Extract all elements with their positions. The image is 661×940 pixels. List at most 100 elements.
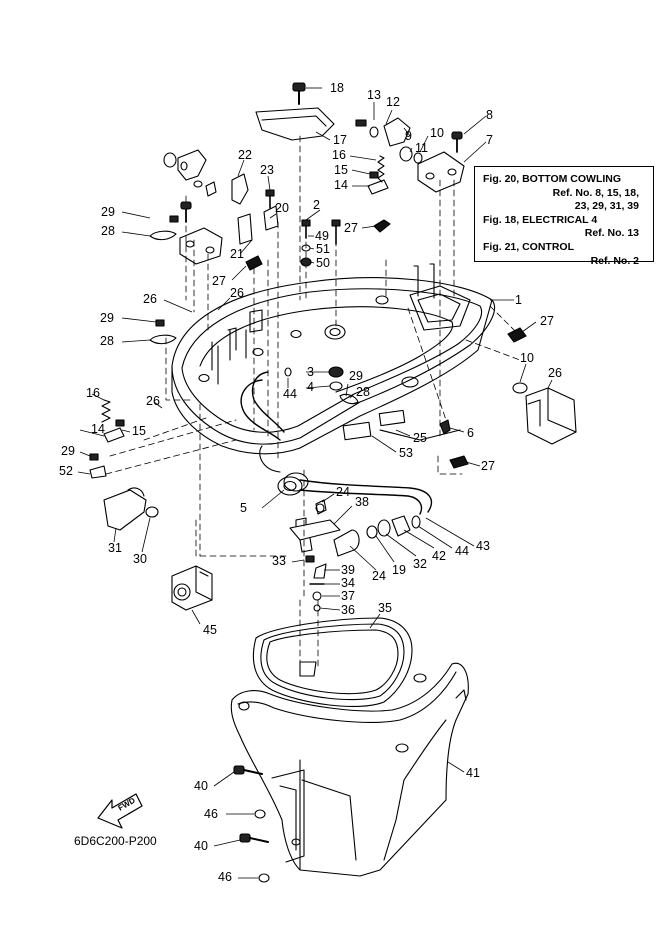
leader-line	[121, 429, 131, 433]
callout-3: 3	[307, 365, 314, 379]
callout-19: 19	[392, 563, 406, 577]
leader-lines	[77, 87, 553, 879]
part-bracket-33	[289, 499, 341, 553]
leader-line	[319, 607, 341, 611]
leader-line	[449, 427, 465, 433]
leader-line	[425, 517, 475, 547]
leader-line	[345, 383, 349, 397]
callout-27: 27	[540, 314, 554, 328]
callout-7: 7	[486, 133, 493, 147]
callout-14: 14	[334, 178, 348, 192]
leader-line	[519, 363, 527, 383]
leader-line	[465, 461, 481, 467]
part-grommet-24	[277, 472, 309, 496]
part-fasteners-49-51	[300, 219, 341, 267]
leader-line	[291, 559, 305, 563]
callout-28: 28	[101, 224, 115, 238]
callout-15: 15	[334, 163, 348, 177]
part-seal-17	[255, 107, 335, 301]
ref-line: Fig. 21, CONTROL	[483, 240, 575, 253]
part-lever-5	[103, 487, 159, 531]
callout-34: 34	[341, 576, 355, 590]
leader-line	[239, 239, 253, 255]
leader-line	[521, 321, 537, 333]
part-bracket-9-left	[163, 149, 217, 197]
callout-20: 20	[275, 201, 289, 215]
leader-line	[349, 545, 377, 571]
callout-31: 31	[108, 541, 122, 555]
leader-line	[77, 471, 91, 475]
leader-line	[395, 429, 411, 437]
callout-29: 29	[61, 444, 75, 458]
callout-21: 21	[230, 247, 244, 261]
leader-line	[261, 489, 285, 509]
leader-line	[231, 265, 247, 281]
callout-46: 46	[218, 870, 232, 884]
leader-line	[463, 115, 487, 135]
callout-16: 16	[86, 386, 100, 400]
callout-38: 38	[355, 495, 369, 509]
callout-29: 29	[101, 205, 115, 219]
callout-45: 45	[203, 623, 217, 637]
callout-25: 25	[413, 431, 427, 445]
callout-32: 32	[413, 557, 427, 571]
leader-line	[351, 169, 371, 175]
part-bracket-20-22	[231, 173, 279, 245]
part-screws-47-48	[233, 765, 270, 883]
callout-9: 9	[405, 129, 412, 143]
ref-line: Fig. 20, BOTTOM COWLING	[483, 173, 622, 185]
callout-43: 43	[476, 539, 490, 553]
leader-line	[369, 613, 381, 629]
callout-2: 2	[313, 198, 320, 212]
leader-line	[361, 225, 377, 229]
leader-line	[403, 127, 411, 137]
leader-line	[447, 761, 465, 773]
leader-line	[419, 135, 429, 153]
leader-line	[141, 517, 151, 553]
callout-17: 17	[333, 133, 347, 147]
callout-23: 23	[260, 163, 274, 177]
leader-line	[79, 451, 91, 457]
callout-37: 37	[341, 589, 355, 603]
leader-line	[385, 533, 417, 557]
leader-line	[79, 429, 105, 437]
callout-27: 27	[481, 459, 495, 473]
leader-line	[269, 213, 277, 219]
callout-49: 49	[315, 229, 329, 243]
ref-line: Ref. No. 2	[590, 254, 639, 267]
leader-line	[349, 155, 377, 161]
callout-51: 51	[316, 242, 330, 256]
callout-6: 6	[467, 426, 474, 440]
leader-line	[375, 535, 395, 563]
leader-line	[305, 385, 331, 389]
part-spring-16	[101, 155, 389, 443]
callout-53: 53	[399, 446, 413, 460]
leader-line	[309, 247, 315, 250]
ref-line: 23, 29, 31, 39	[574, 200, 639, 213]
reference-box: Fig. 20, BOTTOM COWLING Ref. No. 8, 15, …	[474, 166, 654, 267]
callout-28: 28	[100, 334, 114, 348]
leader-line	[121, 339, 151, 343]
leader-line	[163, 299, 193, 313]
drawing-code: 6D6C200-P200	[74, 834, 157, 848]
callout-26: 26	[146, 394, 160, 408]
leader-line	[217, 297, 231, 311]
callout-36: 36	[341, 603, 355, 617]
callout-24: 24	[372, 569, 386, 583]
leader-line	[349, 393, 355, 399]
callout-24: 24	[336, 485, 350, 499]
part-clips-27	[245, 219, 527, 469]
callout-26: 26	[143, 292, 157, 306]
leader-line	[91, 393, 105, 401]
leader-line	[371, 435, 397, 453]
callout-15: 15	[132, 424, 146, 438]
screw-18	[292, 82, 306, 105]
leader-line	[547, 379, 553, 389]
callout-52: 52	[59, 464, 73, 478]
callout-30: 30	[133, 552, 147, 566]
part-switch-19	[171, 565, 213, 611]
part-bracket-7-right	[355, 117, 465, 193]
leader-line	[403, 529, 435, 549]
